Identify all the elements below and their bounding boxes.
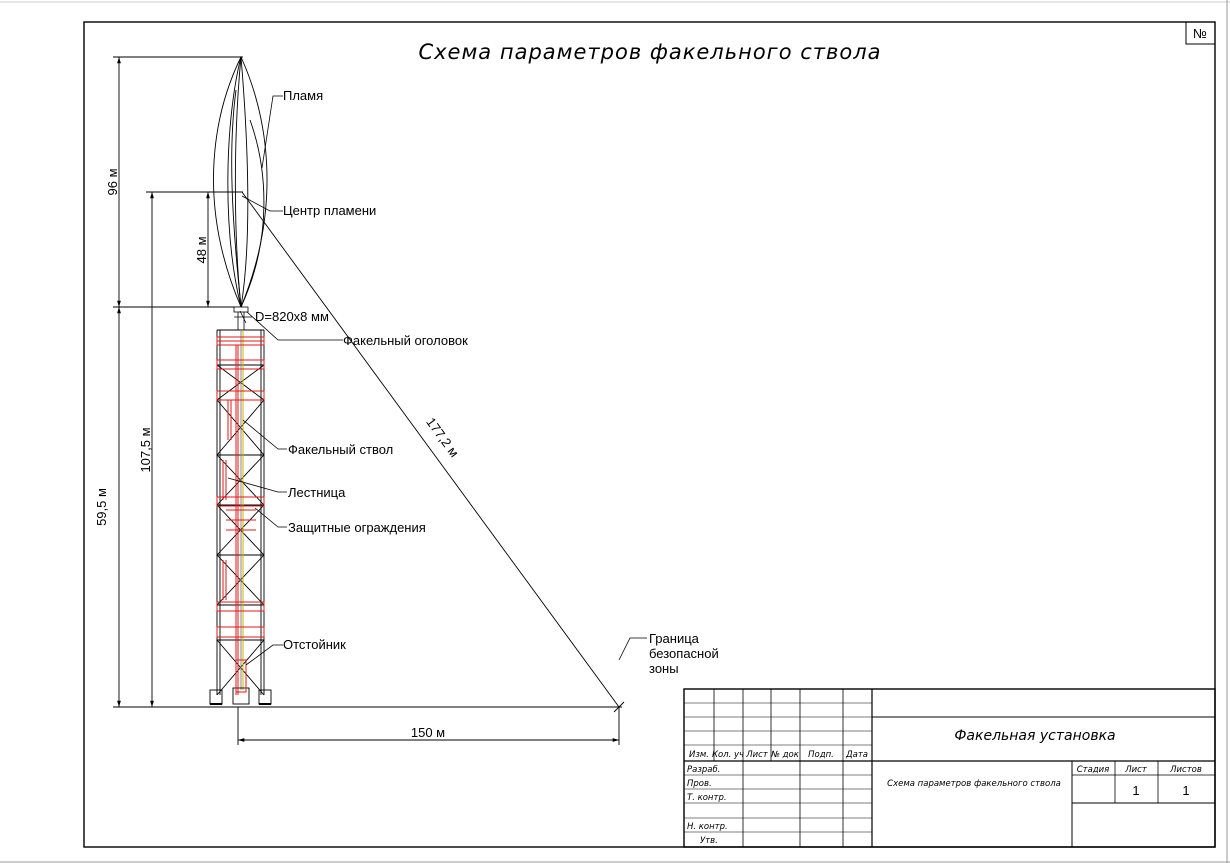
col-list: Лист [745,750,769,760]
dim-horizontal-distance: 150 м [411,725,445,740]
col-podp: Подп. [808,750,834,760]
label-flare-stack: Факельный ствол [288,442,393,457]
flame-shape [213,55,268,309]
label-boundary-line2: безопасной [649,646,719,661]
sheet-title: Схема параметров факельного ствола [418,40,881,64]
title-block-sheet-name: Схема параметров факельного ствола [887,779,1061,789]
col-izm: Изм. [689,750,709,760]
label-diameter: D=820x8 мм [255,309,329,324]
role-razrab: Разраб. [687,765,720,775]
sheet-label: Лист [1124,765,1148,775]
label-flame: Пламя [283,88,323,103]
dim-stack-total: 107,5 м [138,427,153,472]
label-boundary-line1: Граница [649,631,700,646]
role-t-kontr: Т. контр. [687,793,727,803]
stage-label: Стадия [1077,765,1110,775]
col-doc-number: № док [770,750,800,760]
dim-flame-center-height: 48 м [194,236,209,263]
label-settler: Отстойник [283,637,346,652]
label-ladder: Лестница [288,485,346,500]
label-boundary-line3: зоны [649,661,679,676]
col-kol-uch: Кол. уч [712,750,744,760]
sheets-label: Листов [1169,765,1202,775]
number-box-label: № [1193,26,1207,41]
flare-tower [209,329,272,705]
dim-slant-distance: 177,2 м [423,415,462,460]
role-prov: Пров. [687,779,712,789]
flare-tip [233,306,249,330]
number-box: № [1185,21,1216,45]
drawing-frame [83,21,1216,848]
sheet-value: 1 [1132,783,1139,798]
dim-stack-height: 59,5 м [94,488,109,526]
label-flame-center: Центр пламени [283,203,376,218]
title-block-project: Факельная установка [954,728,1115,744]
dim-flame-height: 96 м [105,168,120,195]
leader-lines [227,95,647,666]
label-flare-tip: Факельный оголовок [343,333,468,348]
col-data: Дата [845,750,868,760]
ladder-and-guards [216,336,265,695]
role-utv: Утв. [700,836,718,846]
role-n-kontr: Н. контр. [687,822,728,832]
sheets-value: 1 [1182,783,1189,798]
dimension-lines [113,56,625,745]
label-guards: Защитные ограждения [288,520,426,535]
title-block [683,688,1216,848]
